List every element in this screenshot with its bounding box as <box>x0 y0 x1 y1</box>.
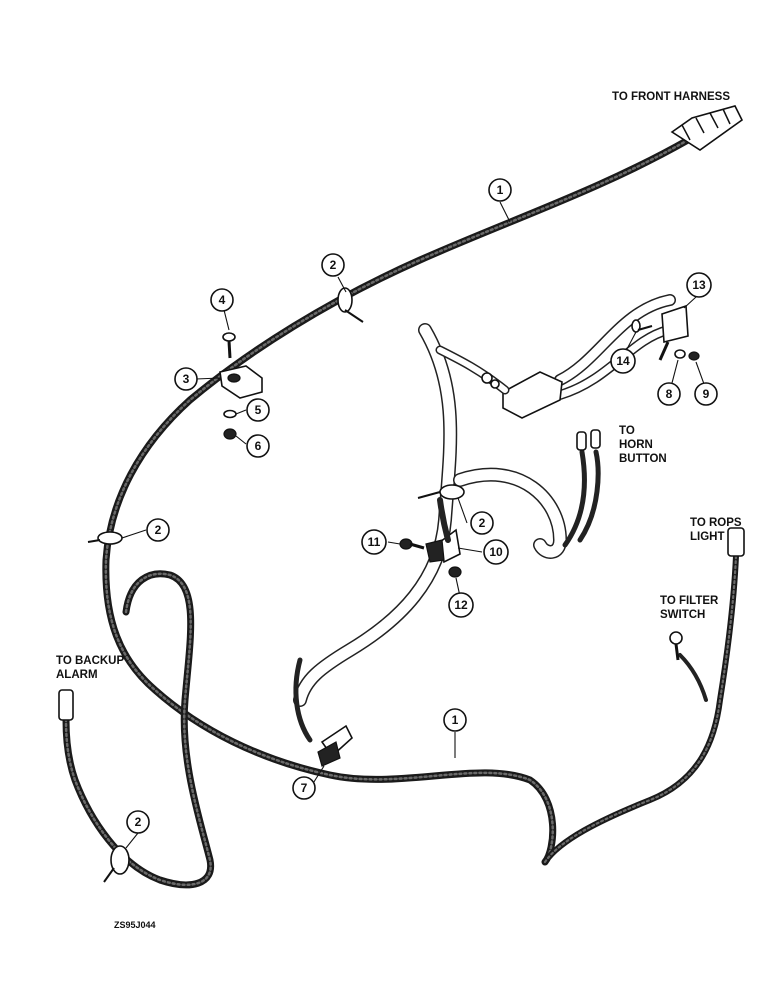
callout-10: 10 <box>483 539 509 565</box>
callout-8: 8 <box>657 382 681 406</box>
callout-6: 6 <box>246 434 270 458</box>
callout-2-top: 2 <box>321 253 345 277</box>
callout-5: 5 <box>246 398 270 422</box>
label-filter-1: TO FILTER <box>660 595 719 607</box>
label-horn-2: HORN <box>619 439 653 451</box>
text-labels: TO FRONT HARNESS TO HORN BUTTON TO ROPS … <box>56 91 742 930</box>
label-backup-1: TO BACKUP <box>56 655 124 667</box>
svg-text:9: 9 <box>703 387 710 401</box>
callout-1-bottom: 1 <box>443 708 467 732</box>
switch-13 <box>658 304 689 361</box>
svg-text:8: 8 <box>666 387 673 401</box>
washer-5 <box>223 409 237 419</box>
clamp-3 <box>219 365 263 399</box>
label-front-harness: TO FRONT HARNESS <box>612 91 730 103</box>
drawing-code: ZS95J044 <box>114 920 156 930</box>
callout-2-left: 2 <box>146 518 170 542</box>
svg-text:3: 3 <box>183 372 190 386</box>
label-horn-1: TO <box>619 425 635 437</box>
svg-text:12: 12 <box>454 598 468 612</box>
harness-connector-block <box>502 371 563 419</box>
callout-1-top: 1 <box>488 178 512 202</box>
label-backup-2: ALARM <box>56 669 98 681</box>
tie-strap-2b <box>87 531 123 545</box>
svg-text:5: 5 <box>255 403 262 417</box>
label-rops-1: TO ROPS <box>690 517 742 529</box>
svg-text:2: 2 <box>135 815 142 829</box>
callout-7: 7 <box>292 776 316 800</box>
backup-alarm-connector <box>58 689 74 721</box>
svg-text:6: 6 <box>255 439 262 453</box>
leader-lines <box>121 201 705 849</box>
svg-text:2: 2 <box>479 516 486 530</box>
clamp-7 <box>317 724 353 767</box>
svg-text:4: 4 <box>219 293 226 307</box>
svg-text:14: 14 <box>616 354 630 368</box>
svg-text:2: 2 <box>330 258 337 272</box>
nut-6 <box>223 428 237 440</box>
callout-2-mid: 2 <box>470 511 494 535</box>
svg-text:11: 11 <box>368 535 381 549</box>
svg-text:13: 13 <box>692 278 706 292</box>
callout-13: 13 <box>686 272 712 298</box>
clamp-10 <box>425 497 461 564</box>
label-filter-2: SWITCH <box>660 609 705 621</box>
label-rops-2: LIGHT <box>690 531 725 543</box>
callout-14: 14 <box>610 348 636 374</box>
nut-12 <box>448 566 462 578</box>
callout-9: 9 <box>694 382 718 406</box>
tie-strap-2a <box>337 287 364 323</box>
rops-light-connector <box>727 527 745 557</box>
callouts: 1 2 4 3 5 6 2 2 11 10 12 7 1 2 13 14 8 9 <box>126 178 718 834</box>
filter-switch-terminal <box>669 631 683 661</box>
callout-12: 12 <box>448 592 474 618</box>
horn-terminal-a <box>576 431 587 451</box>
label-horn-3: BUTTON <box>619 453 667 465</box>
bolt-11 <box>399 538 425 550</box>
washer-8 <box>674 349 686 359</box>
front-harness-connector <box>670 105 744 151</box>
secondary-harness <box>293 294 676 743</box>
callout-4: 4 <box>210 288 234 312</box>
bolt-4 <box>222 332 236 359</box>
svg-text:1: 1 <box>452 713 459 727</box>
callout-3: 3 <box>174 367 198 391</box>
svg-text:7: 7 <box>301 781 308 795</box>
screw-14 <box>631 319 653 333</box>
callout-11: 11 <box>361 529 387 555</box>
nut-9 <box>688 351 700 361</box>
callout-2-bottom: 2 <box>126 810 150 834</box>
svg-text:2: 2 <box>155 523 162 537</box>
main-harness <box>58 105 745 889</box>
svg-text:10: 10 <box>489 545 503 559</box>
tie-strap-2c <box>417 484 465 500</box>
tie-strap-2d <box>103 845 130 883</box>
svg-text:1: 1 <box>497 183 504 197</box>
horn-terminal-b <box>590 429 601 449</box>
